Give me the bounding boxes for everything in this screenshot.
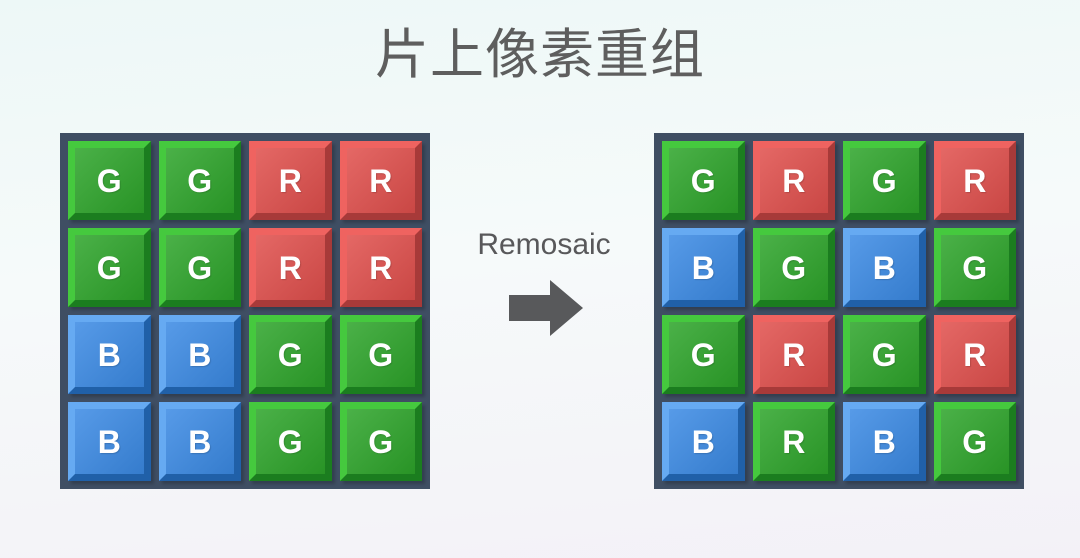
pixel-cell-g-green: G: [68, 141, 151, 220]
remosaic-label: Remosaic: [477, 228, 611, 261]
pixel-letter: R: [963, 336, 987, 373]
pixel-letter: B: [691, 249, 715, 286]
pixel-cell-b-blue: B: [68, 315, 151, 394]
pixel-cell-g-green: G: [249, 315, 332, 394]
pixel-cell-b-blue: B: [158, 315, 241, 394]
pixel-letter: B: [188, 423, 212, 460]
pixel-letter: G: [277, 423, 303, 460]
pixel-letter: G: [871, 336, 897, 373]
pixel-letter: R: [782, 423, 806, 460]
pixel-letter: G: [871, 162, 897, 199]
pixel-cell-g-green: G: [68, 228, 151, 307]
pixel-letter: R: [369, 249, 393, 286]
pixel-letter: B: [97, 423, 121, 460]
source-pixel-grid: G G R R G G R R B B G G B B G G: [60, 133, 430, 489]
pixel-letter: R: [782, 336, 806, 373]
pixel-letter: R: [782, 162, 806, 199]
pixel-cell-g-green: G: [933, 228, 1016, 307]
page-title: 片上像素重组: [375, 25, 705, 85]
pixel-cell-g-green: G: [249, 402, 332, 481]
pixel-cell-r-red: R: [752, 141, 835, 220]
pixel-cell-g-green: G: [339, 402, 422, 481]
pixel-cell-g-green: G: [752, 228, 835, 307]
pixel-cell-g-green: G: [662, 315, 745, 394]
pixel-letter: G: [187, 249, 213, 286]
pixel-cell-b-blue: B: [68, 402, 151, 481]
pixel-cell-r-red: R: [249, 141, 332, 220]
pixel-letter: G: [962, 423, 988, 460]
arrow-right-icon: [509, 280, 583, 341]
pixel-letter: B: [188, 336, 212, 373]
pixel-letter: G: [277, 336, 303, 373]
pixel-cell-g-green: G: [843, 141, 926, 220]
pixel-letter: B: [97, 336, 121, 373]
pixel-letter: G: [187, 162, 213, 199]
pixel-letter: G: [690, 162, 716, 199]
pixel-letter: R: [963, 162, 987, 199]
pixel-cell-g-green: G: [339, 315, 422, 394]
remosaic-annotation: Remosaic: [444, 228, 644, 341]
pixel-cell-r-red: R: [933, 141, 1016, 220]
pixel-cell-b-blue: B: [662, 402, 745, 481]
pixel-letter: R: [369, 162, 393, 199]
pixel-letter: R: [278, 162, 302, 199]
pixel-letter: G: [368, 423, 394, 460]
pixel-letter: G: [96, 249, 122, 286]
pixel-cell-r-red: R: [249, 228, 332, 307]
pixel-cell-g-green: G: [843, 315, 926, 394]
result-pixel-grid: G R G R B G B G G R G R B R B G: [654, 133, 1024, 489]
pixel-cell-g-green: G: [933, 402, 1016, 481]
pixel-cell-b-blue: B: [158, 402, 241, 481]
pixel-letter: B: [872, 249, 896, 286]
pixel-letter: B: [872, 423, 896, 460]
pixel-letter: G: [368, 336, 394, 373]
pixel-cell-g-green: G: [662, 141, 745, 220]
pixel-cell-r-green: R: [752, 402, 835, 481]
pixel-cell-r-red: R: [752, 315, 835, 394]
pixel-letter: G: [96, 162, 122, 199]
pixel-letter: R: [278, 249, 302, 286]
pixel-cell-r-red: R: [339, 228, 422, 307]
pixel-cell-b-blue: B: [843, 228, 926, 307]
pixel-letter: G: [781, 249, 807, 286]
pixel-cell-b-blue: B: [843, 402, 926, 481]
pixel-cell-g-green: G: [158, 228, 241, 307]
pixel-letter: G: [690, 336, 716, 373]
pixel-cell-r-red: R: [339, 141, 422, 220]
pixel-cell-b-blue: B: [662, 228, 745, 307]
pixel-letter: G: [962, 249, 988, 286]
pixel-letter: B: [691, 423, 715, 460]
pixel-cell-r-red: R: [933, 315, 1016, 394]
arrow-right-shape: [509, 280, 583, 336]
pixel-cell-g-green: G: [158, 141, 241, 220]
